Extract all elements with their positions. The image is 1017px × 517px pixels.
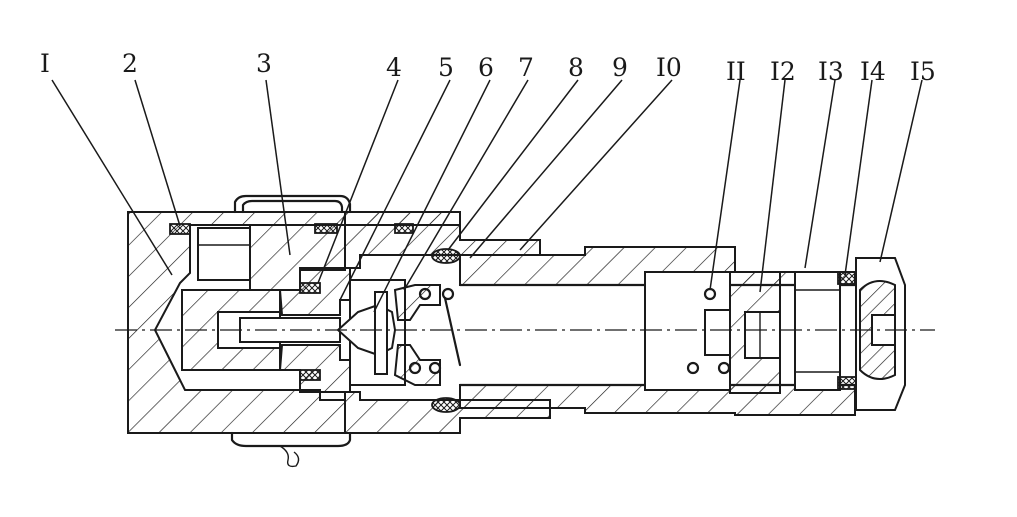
callout-label-8: 8 [568,53,584,82]
sleeve-5-lower [278,344,351,393]
spring-coil-b [441,287,455,301]
spring-seat-7 [393,284,441,321]
nut-13 [794,271,841,391]
leader-4 [317,79,399,284]
seal-ring-14b [837,376,857,390]
bottom-clamp [230,431,352,468]
leader-8 [447,79,579,251]
leader-14 [844,79,873,276]
leader-10 [519,79,673,251]
leader-3 [265,79,291,256]
callout-label-1: I [40,49,50,78]
spring-coil-d [428,361,442,375]
seal-ring-4a [314,223,338,234]
callout-label-15: I5 [910,57,936,86]
callout-label-14: I4 [860,57,886,86]
leader-5 [339,79,451,301]
callout-label-2: 2 [122,49,138,78]
leader-1 [51,79,173,276]
callout-label-4: 4 [386,53,402,82]
callout-label-12: I2 [770,57,796,86]
plug-12 [729,271,781,394]
leader-11 [709,79,741,291]
leader-13 [804,79,836,269]
leader-6 [373,79,491,313]
leader-12 [759,79,786,293]
callout-label-10: I0 [656,53,682,82]
seal-ring-14 [837,271,857,285]
callout-label-7: 7 [518,53,534,82]
callout-label-6: 6 [478,53,494,82]
top-clamp [233,194,352,214]
end-cap-15 [855,257,906,411]
leader-2 [134,79,181,227]
callout-label-9: 9 [612,53,628,82]
spring-coil-c [408,361,422,375]
callout-labels: I 2 3 4 5 6 7 8 9 I0 II I2 I3 I4 I5 [40,49,936,86]
spring-coil-a [418,287,432,301]
seal-ring-8b [431,397,461,413]
spring-seat-7-lower [393,344,441,386]
callout-label-5: 5 [438,53,454,82]
spring-wire [443,296,462,367]
piston-11 [644,271,731,391]
leader-7 [403,79,529,291]
callout-label-11: II [726,57,746,86]
seal-ring-8 [431,248,461,264]
leader-9 [469,79,623,259]
leader-15 [879,79,923,263]
callout-label-3: 3 [256,49,272,78]
callout-label-13: I3 [818,57,844,86]
leader-lines [51,79,923,313]
